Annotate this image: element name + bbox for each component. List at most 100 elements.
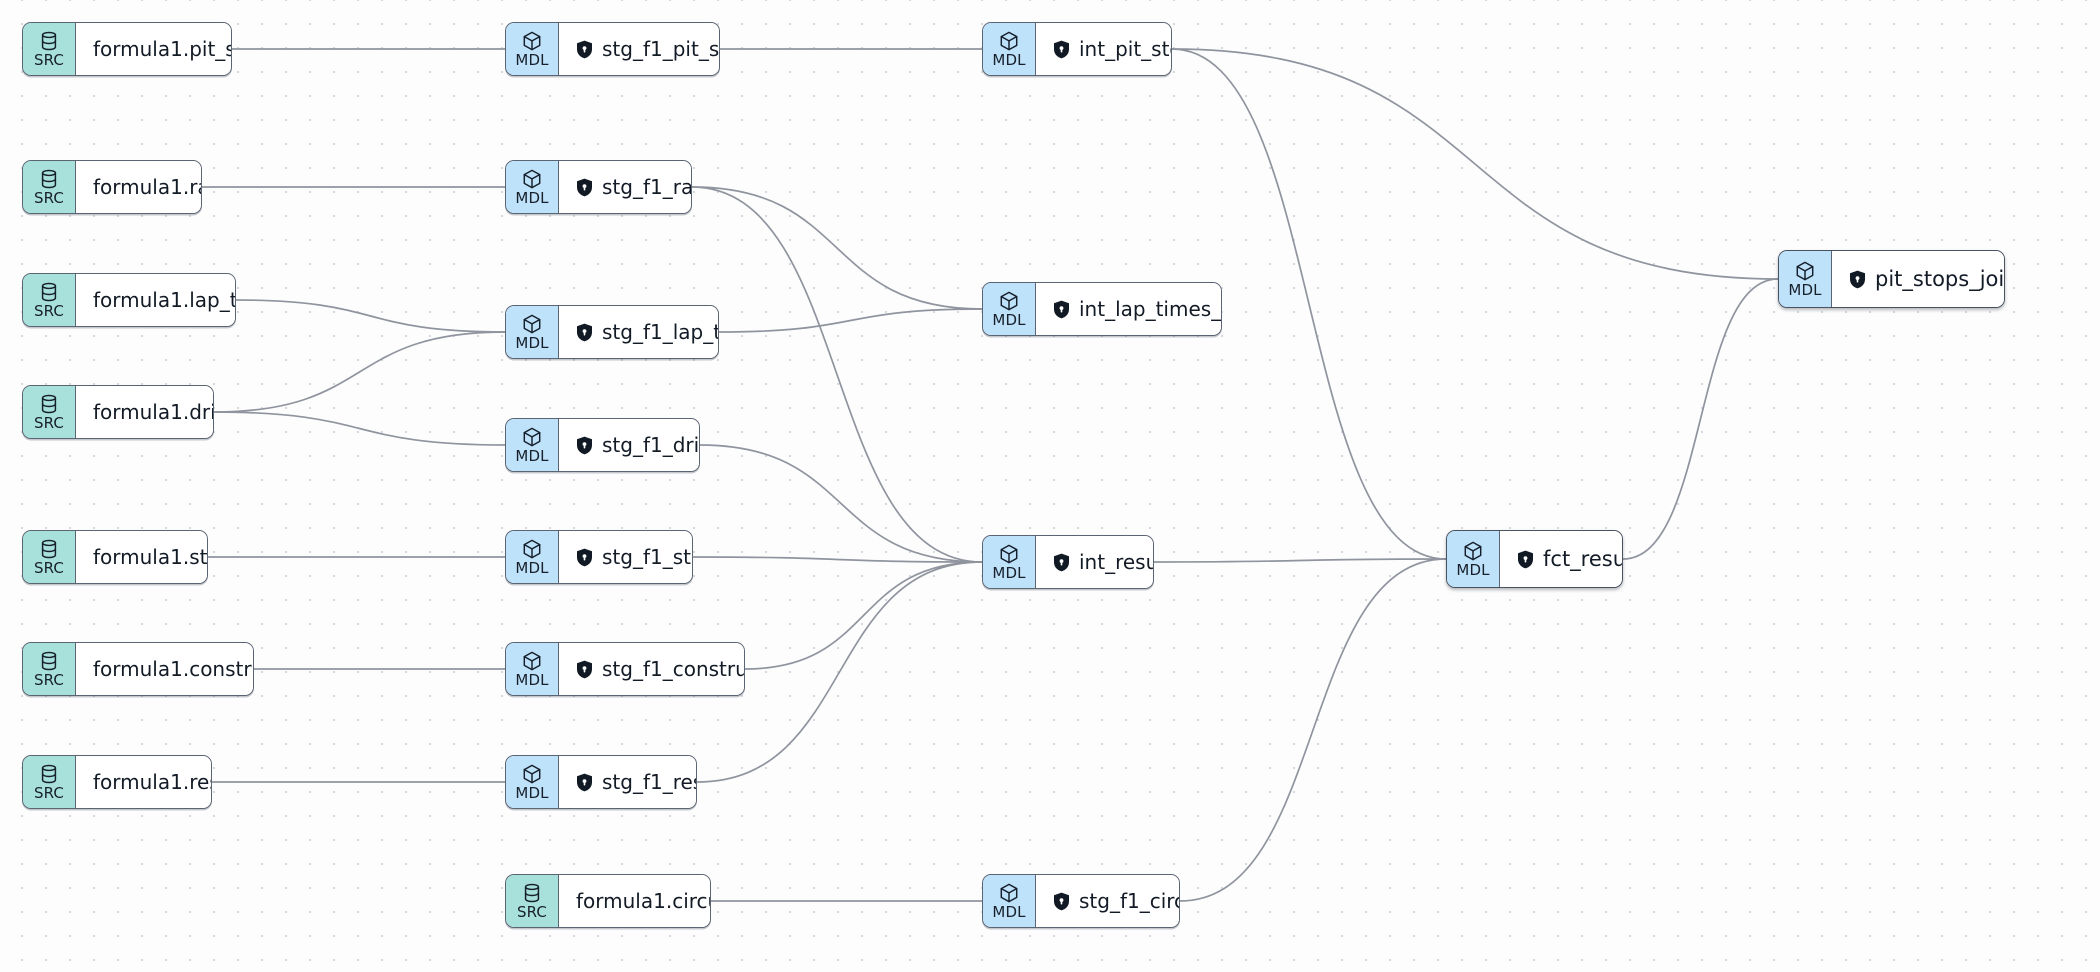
badge-label: MDL	[515, 447, 549, 465]
node-label: stg_f1_circuits	[1079, 889, 1179, 913]
node-body: int_lap_times_years	[1036, 283, 1222, 335]
node-label: stg_f1_pit_stops	[602, 37, 720, 61]
node-type-badge-mdl: MDL	[1779, 251, 1832, 307]
node-label: int_results	[1079, 550, 1153, 574]
shield-lock-icon	[576, 40, 593, 59]
edge-int_results-to-fct_results	[1153, 558, 1447, 563]
badge-label: MDL	[992, 311, 1026, 329]
node-type-badge-mdl: MDL	[506, 306, 559, 358]
cube-icon	[521, 426, 543, 448]
node-src_circuits[interactable]: SRC formula1.circuits	[505, 874, 711, 928]
node-body: stg_f1_pit_stops	[559, 23, 720, 75]
node-body: formula1.pit_stops	[76, 23, 231, 75]
node-type-badge-mdl: MDL	[506, 161, 559, 213]
node-type-badge-mdl: MDL	[506, 419, 559, 471]
edge-stg_races-to-int_results	[691, 186, 983, 563]
node-body: stg_f1_status	[559, 531, 692, 583]
edge-stg_lap_times-to-int_lap_times_years	[718, 308, 983, 333]
shield-lock-icon	[1053, 300, 1070, 319]
node-stg_circuits[interactable]: MDL stg_f1_circuits	[982, 874, 1180, 928]
node-body: stg_f1_lap_times	[559, 306, 718, 358]
node-label: stg_f1_results	[602, 770, 696, 794]
node-int_results[interactable]: MDL int_results	[982, 535, 1154, 589]
node-int_pit_stops[interactable]: MDL int_pit_stops	[982, 22, 1172, 76]
node-type-badge-src: SRC	[506, 875, 559, 927]
cube-icon	[998, 30, 1020, 52]
badge-label: SRC	[517, 903, 547, 921]
node-body: pit_stops_joined	[1832, 251, 2004, 307]
database-icon	[521, 882, 543, 904]
node-body: formula1.results	[76, 756, 211, 808]
shield-lock-icon	[576, 660, 593, 679]
node-label: int_pit_stops	[1079, 37, 1171, 61]
node-body: formula1.races	[76, 161, 201, 213]
node-pit_stops_joined[interactable]: MDL pit_stops_joined	[1778, 250, 2005, 308]
node-type-badge-src: SRC	[23, 23, 76, 75]
node-int_lap_times_years[interactable]: MDL int_lap_times_years	[982, 282, 1222, 336]
shield-lock-icon	[576, 436, 593, 455]
badge-label: MDL	[992, 564, 1026, 582]
node-stg_constructors[interactable]: MDL stg_f1_constructors	[505, 642, 745, 696]
shield-lock-icon	[1849, 270, 1866, 289]
node-src_results[interactable]: SRC formula1.results	[22, 755, 212, 809]
badge-label: SRC	[34, 784, 64, 802]
cube-icon	[521, 763, 543, 785]
node-label: formula1.drivers	[93, 400, 214, 424]
database-icon	[38, 763, 60, 785]
edge-stg_constructors-to-int_results	[744, 561, 983, 670]
node-type-badge-mdl: MDL	[506, 756, 559, 808]
shield-lock-icon	[576, 548, 593, 567]
edge-fct_results-to-pit_stops_joined	[1622, 278, 1779, 560]
node-type-badge-mdl: MDL	[983, 536, 1036, 588]
node-stg_results[interactable]: MDL stg_f1_results	[505, 755, 697, 809]
badge-label: MDL	[515, 671, 549, 689]
badge-label: MDL	[992, 51, 1026, 69]
node-body: stg_f1_circuits	[1036, 875, 1179, 927]
node-label: int_lap_times_years	[1079, 297, 1222, 321]
node-body: formula1.drivers	[76, 386, 214, 438]
node-src_races[interactable]: SRC formula1.races	[22, 160, 202, 214]
database-icon	[38, 281, 60, 303]
badge-label: SRC	[34, 189, 64, 207]
badge-label: MDL	[515, 784, 549, 802]
database-icon	[38, 30, 60, 52]
node-body: stg_f1_constructors	[559, 643, 745, 695]
shield-lock-icon	[576, 773, 593, 792]
edge-stg_races-to-int_lap_times_years	[691, 186, 983, 310]
shield-lock-icon	[1053, 892, 1070, 911]
node-type-badge-mdl: MDL	[983, 283, 1036, 335]
node-body: stg_f1_drivers	[559, 419, 699, 471]
cube-icon	[1462, 540, 1484, 562]
node-label: stg_f1_constructors	[602, 657, 745, 681]
node-stg_status[interactable]: MDL stg_f1_status	[505, 530, 693, 584]
database-icon	[38, 650, 60, 672]
node-label: fct_results	[1543, 546, 1623, 571]
node-label: formula1.circuits	[576, 889, 710, 913]
edge-src_drivers-to-stg_drivers	[213, 411, 506, 446]
badge-label: SRC	[34, 302, 64, 320]
node-type-badge-mdl: MDL	[983, 875, 1036, 927]
cube-icon	[1794, 260, 1816, 282]
node-stg_drivers[interactable]: MDL stg_f1_drivers	[505, 418, 700, 472]
badge-label: MDL	[515, 189, 549, 207]
node-label: formula1.results	[93, 770, 211, 794]
node-type-badge-mdl: MDL	[506, 531, 559, 583]
edge-stg_drivers-to-int_results	[699, 444, 983, 563]
badge-label: MDL	[1788, 281, 1822, 299]
node-body: formula1.lap_times	[76, 274, 235, 326]
badge-label: MDL	[515, 559, 549, 577]
node-type-badge-mdl: MDL	[506, 643, 559, 695]
node-label: formula1.constructors	[93, 657, 253, 681]
cube-icon	[998, 882, 1020, 904]
node-src_lap_times[interactable]: SRC formula1.lap_times	[22, 273, 236, 327]
